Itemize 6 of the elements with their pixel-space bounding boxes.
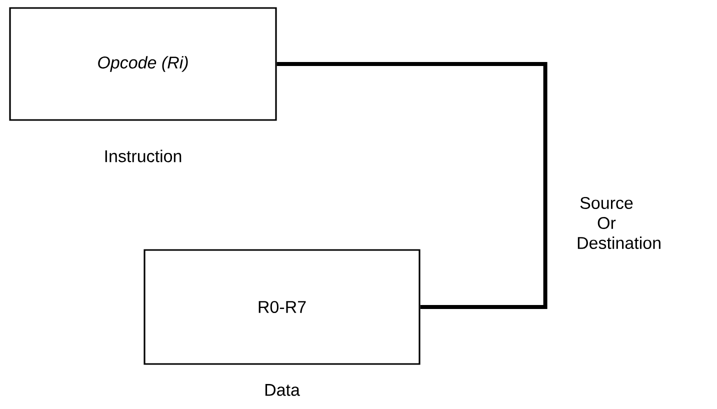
edge-label: Source Or Destination: [578, 196, 660, 250]
process-box: R0-R7: [144, 249, 420, 365]
process-box: Opcode (Ri): [9, 7, 277, 121]
connector-line: [276, 62, 548, 309]
box-caption: Instruction: [105, 150, 182, 162]
box-caption: Data: [265, 384, 300, 396]
